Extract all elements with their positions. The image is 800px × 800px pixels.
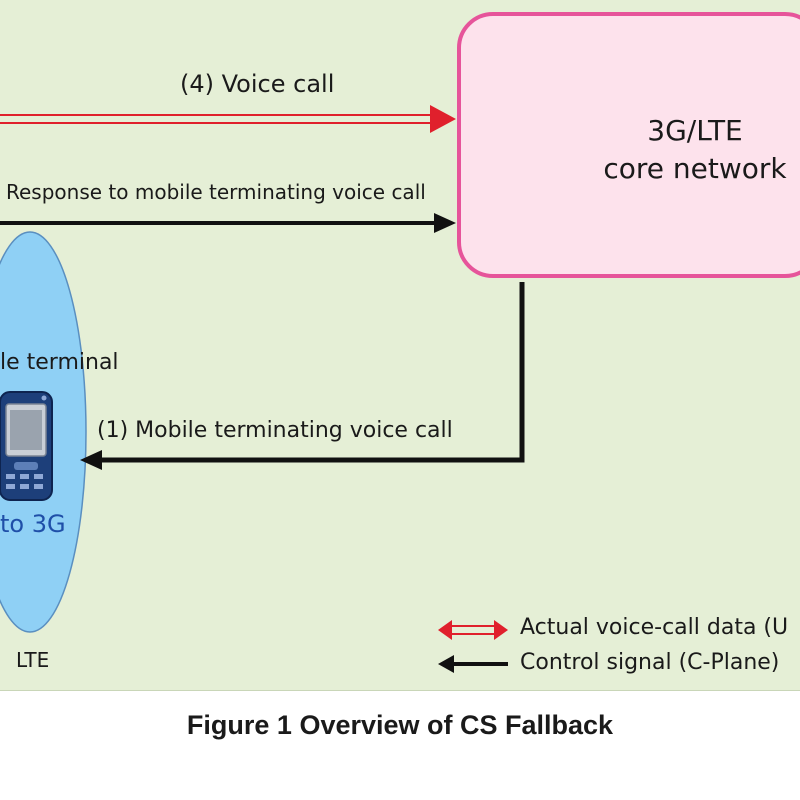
mobile-terminating-arrow — [80, 282, 525, 470]
core-network-line2: core network — [603, 152, 787, 185]
mobile-terminal-label: le terminal — [0, 350, 119, 375]
response-arrow — [0, 213, 456, 233]
fallback-to-3g-label: to 3G — [0, 510, 66, 538]
legend-control-signal-label: Control signal (C-Plane) — [520, 650, 780, 675]
core-network-label: 3G/LTE core network — [590, 112, 800, 188]
legend-voice-data-label: Actual voice-call data (U — [520, 615, 789, 640]
mobile-phone-icon — [0, 391, 53, 501]
lte-cell-label: LTE — [16, 648, 50, 672]
mobile-terminating-label: (1) Mobile terminating voice call — [97, 418, 453, 443]
response-label: Response to mobile terminating voice cal… — [6, 180, 426, 204]
core-network-line1: 3G/LTE — [647, 114, 743, 147]
legend-control-signal-symbol — [438, 655, 508, 673]
core-network-box — [457, 12, 800, 278]
figure-caption: Figure 1 Overview of CS Fallback — [186, 710, 614, 740]
voice-call-label: (4) Voice call — [180, 70, 335, 98]
voice-call-arrow — [0, 105, 456, 133]
legend-voice-data-symbol — [438, 620, 508, 640]
